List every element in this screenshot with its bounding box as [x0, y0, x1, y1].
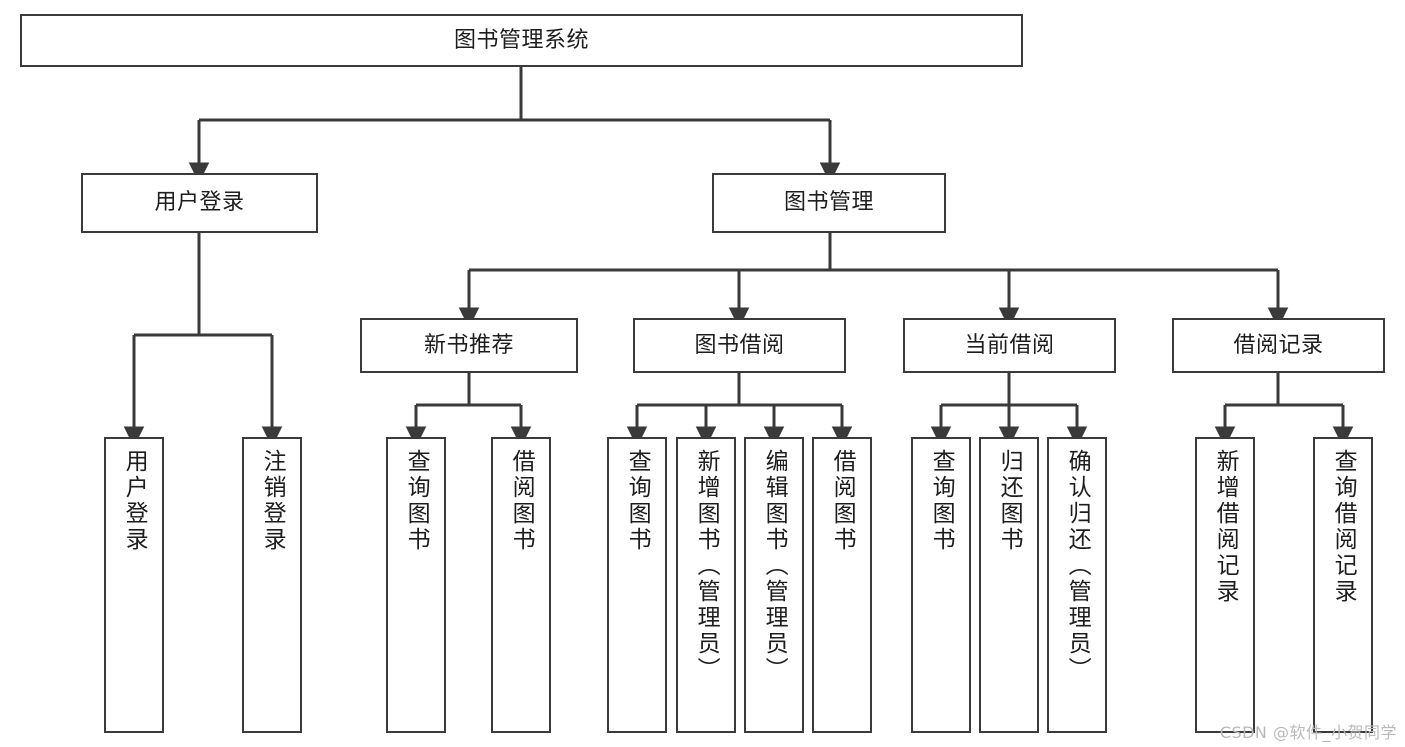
node-label: 借阅记录 — [1233, 332, 1324, 358]
node-label: 新增借阅记录 — [1212, 449, 1239, 605]
node-root-book-management-system[interactable]: 图书管理系统 — [20, 14, 1023, 67]
node-book-borrow[interactable]: 图书借阅 — [633, 318, 846, 373]
leaf-book-borrow-edit-book-admin[interactable]: 编辑图书（管理员） — [744, 437, 804, 733]
csdn-watermark: CSDN @软件_小贺同学 — [1219, 723, 1397, 742]
node-current-borrow[interactable]: 当前借阅 — [903, 318, 1116, 373]
leaf-new-book-borrow-book[interactable]: 借阅图书 — [491, 437, 551, 733]
node-label: 用户登录 — [121, 449, 148, 553]
node-label: 确认归还（管理员） — [1064, 449, 1091, 683]
node-new-book-recommendation[interactable]: 新书推荐 — [360, 318, 578, 373]
leaf-user-login-logout[interactable]: 注销登录 — [242, 437, 302, 733]
leaf-book-borrow-add-book-admin[interactable]: 新增图书（管理员） — [676, 437, 736, 733]
node-label: 图书管理系统 — [453, 27, 589, 53]
leaf-current-borrow-confirm-return-admin[interactable]: 确认归还（管理员） — [1047, 437, 1107, 733]
node-borrow-record[interactable]: 借阅记录 — [1172, 318, 1385, 373]
leaf-borrow-record-add-record[interactable]: 新增借阅记录 — [1195, 437, 1255, 733]
node-label: 新书推荐 — [423, 332, 514, 358]
leaf-book-borrow-borrow-book[interactable]: 借阅图书 — [812, 437, 872, 733]
node-label: 编辑图书（管理员） — [761, 449, 788, 683]
leaf-current-borrow-query-book[interactable]: 查询图书 — [911, 437, 971, 733]
node-label: 用户登录 — [154, 190, 245, 216]
node-label: 查询借阅记录 — [1330, 449, 1357, 605]
node-label: 图书借阅 — [694, 332, 785, 358]
leaf-user-login-login[interactable]: 用户登录 — [104, 437, 164, 733]
node-label: 注销登录 — [259, 449, 286, 553]
node-label: 新增图书（管理员） — [693, 449, 720, 683]
node-label: 借阅图书 — [508, 449, 535, 553]
node-book-management[interactable]: 图书管理 — [712, 173, 946, 233]
leaf-borrow-record-query-record[interactable]: 查询借阅记录 — [1313, 437, 1373, 733]
node-user-login[interactable]: 用户登录 — [81, 173, 318, 233]
leaf-current-borrow-return-book[interactable]: 归还图书 — [979, 437, 1039, 733]
node-label: 查询图书 — [403, 449, 430, 553]
node-label: 图书管理 — [783, 190, 874, 216]
leaf-new-book-query-book[interactable]: 查询图书 — [386, 437, 446, 733]
node-label: 查询图书 — [624, 449, 651, 553]
node-label: 借阅图书 — [829, 449, 856, 553]
node-label: 归还图书 — [996, 449, 1023, 553]
node-label: 查询图书 — [928, 449, 955, 553]
leaf-book-borrow-query-book[interactable]: 查询图书 — [607, 437, 667, 733]
node-label: 当前借阅 — [964, 332, 1055, 358]
